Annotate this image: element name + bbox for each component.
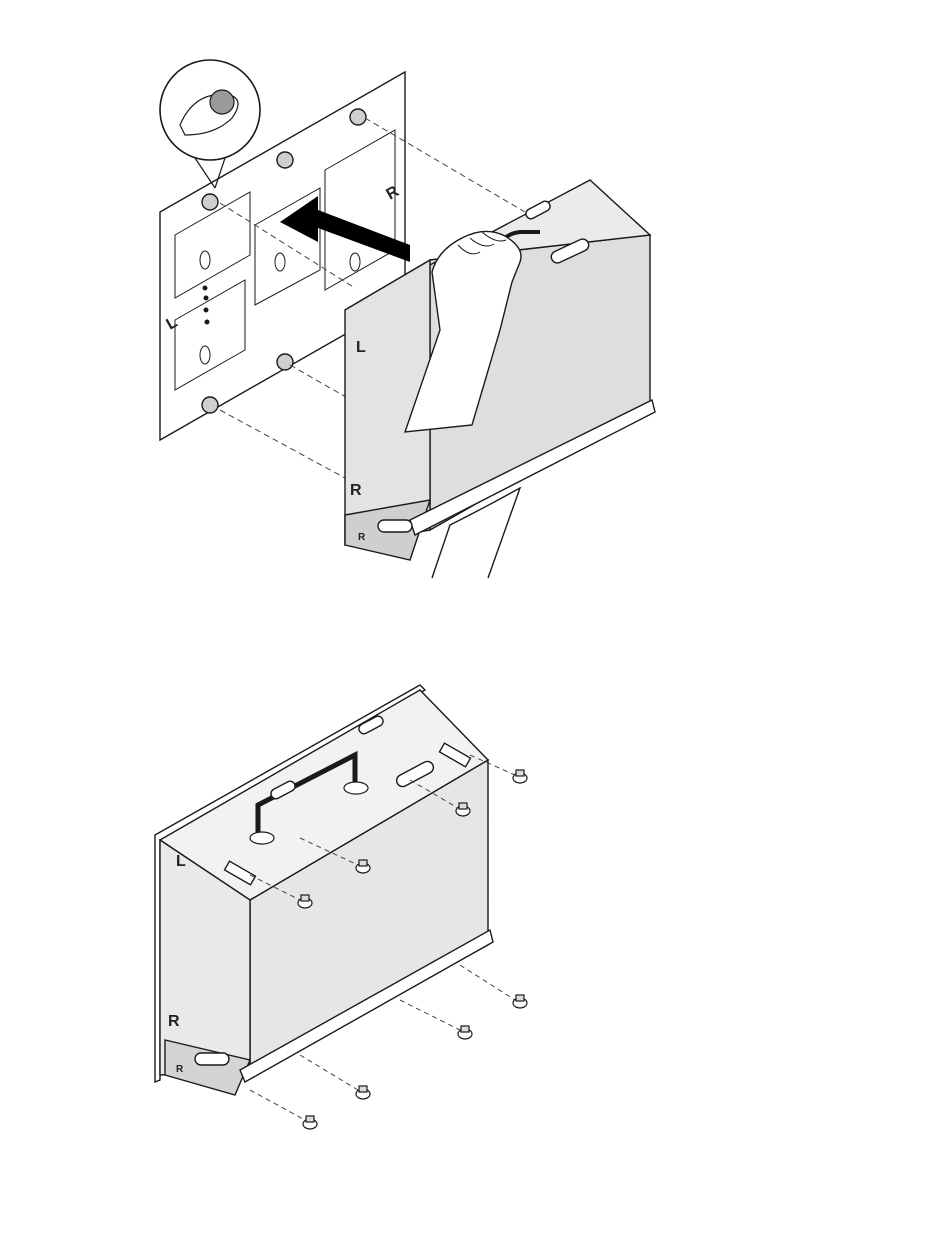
- screw-icon: [513, 995, 527, 1008]
- screw-icon: [303, 1116, 317, 1129]
- screw-icon: [458, 1026, 472, 1039]
- enclosure-right-label: R: [168, 1013, 180, 1030]
- enclosure-right-label: R: [350, 482, 362, 499]
- enclosure-small-label: R: [358, 532, 366, 543]
- screw-icon: [356, 1086, 370, 1099]
- enclosure-left-label: L: [176, 853, 186, 870]
- install-illustration: L R L R R: [0, 0, 950, 600]
- screw-icon: [513, 770, 527, 783]
- enclosure-left-label: L: [356, 339, 366, 356]
- enclosure-small-label: R: [176, 1064, 184, 1075]
- enclosure-box: [160, 690, 493, 1095]
- screw-illustration: L R R: [0, 620, 950, 1180]
- step-install-enclosure-on-plate: L R L R R: [0, 0, 950, 600]
- step-secure-with-screws: L R R: [0, 620, 950, 1180]
